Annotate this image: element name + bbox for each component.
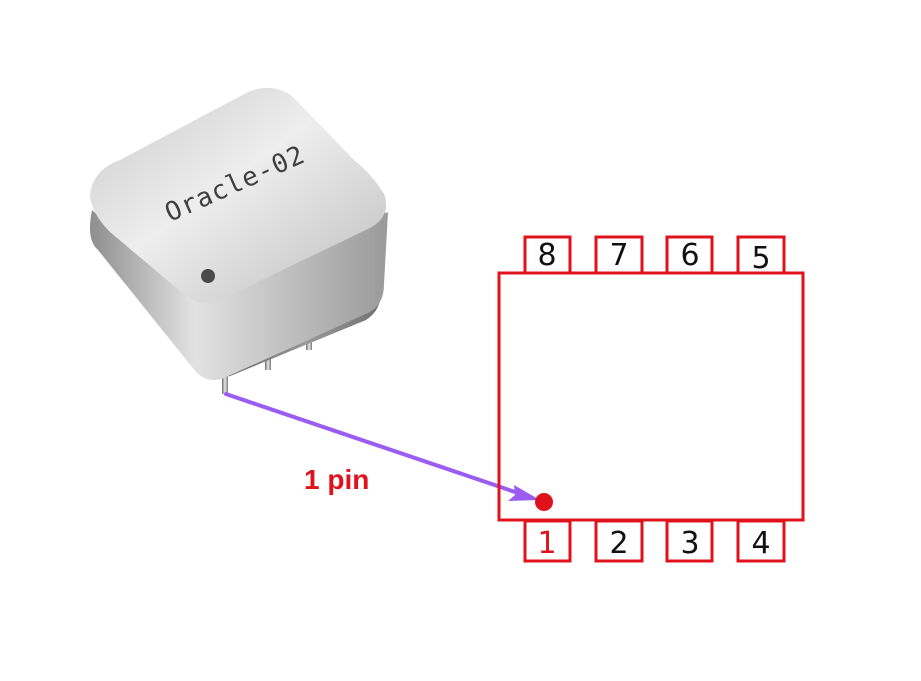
pin-number-8: 8: [537, 238, 556, 273]
ic-body: [497, 271, 805, 522]
component-package: Oracle-02: [90, 87, 388, 394]
pin-box-8: [523, 235, 572, 275]
pin-number-4: 4: [751, 526, 770, 561]
pin-box-5: [736, 235, 786, 275]
component-pin: [222, 372, 228, 394]
pin-number-5: 5: [751, 241, 770, 276]
pin-number-2: 2: [609, 526, 628, 561]
pin-number-3: 3: [680, 526, 699, 561]
pin1-marker-dot: [535, 493, 553, 511]
arrow-head: [508, 485, 540, 501]
pin-box-6: [665, 235, 714, 275]
pin-box-2: [594, 519, 644, 563]
component-top-face: [90, 87, 387, 304]
orientation-dot: [201, 269, 215, 283]
ic-outline: [497, 235, 805, 563]
pin-number-1: 1: [537, 526, 556, 561]
pin1-arrow: [224, 392, 540, 501]
pin-number-6: 6: [680, 238, 699, 273]
pin-box-7: [594, 235, 644, 275]
arrow-line: [224, 392, 526, 497]
pin1-label: 1 pin: [304, 464, 369, 495]
pin-number-7: 7: [609, 238, 628, 273]
pin-box-1: [523, 519, 572, 563]
pin-box-4: [736, 519, 786, 563]
pin-box-3: [665, 519, 714, 563]
